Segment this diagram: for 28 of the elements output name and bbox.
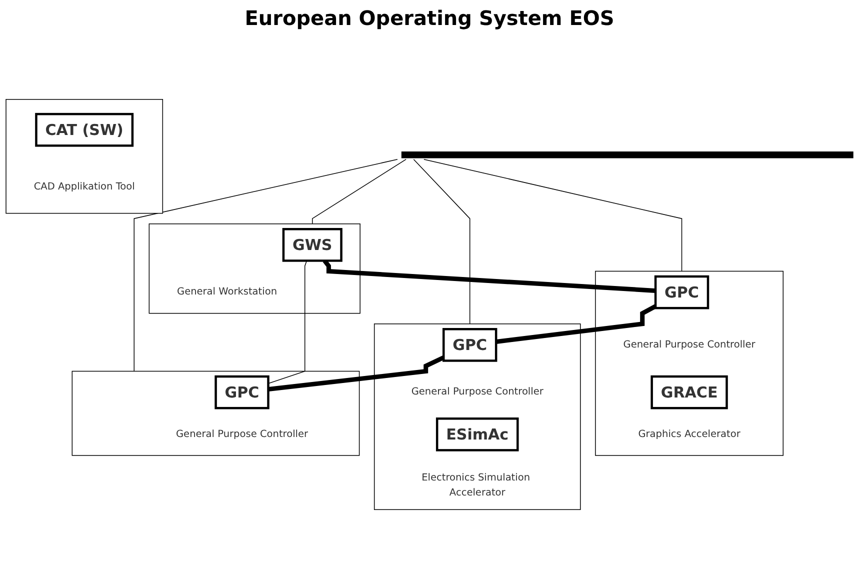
node-label: General Purpose Controller bbox=[623, 339, 756, 350]
node-box: ESimAc bbox=[436, 417, 519, 452]
connector bbox=[268, 260, 308, 384]
connector bbox=[424, 159, 682, 272]
node-box: GPC bbox=[442, 328, 498, 362]
node-box: GWS bbox=[282, 228, 342, 262]
node-box: GPC bbox=[214, 375, 270, 410]
node-label: General Workstation bbox=[176, 286, 278, 298]
cluster bbox=[72, 370, 360, 456]
node-box: GPC bbox=[654, 275, 710, 310]
connector bbox=[496, 304, 657, 344]
diagram-title: European Operating System EOS bbox=[244, 6, 616, 30]
node-box: GRACE bbox=[650, 375, 728, 410]
node-box: CAT (SW) bbox=[35, 112, 134, 147]
cluster bbox=[374, 324, 581, 510]
node-label: Graphics Accelerator bbox=[638, 428, 740, 440]
node-label: Electronics Simulation Accelerator bbox=[422, 472, 530, 498]
node-label: General Purpose Controller bbox=[411, 386, 544, 398]
node-label: General Purpose Controller bbox=[176, 428, 308, 440]
cluster bbox=[148, 223, 360, 314]
cluster bbox=[6, 99, 164, 214]
connector bbox=[312, 159, 406, 224]
node-label: CAD Applikation Tool bbox=[34, 180, 135, 192]
connector bbox=[413, 159, 470, 324]
connector bbox=[134, 159, 398, 372]
node-bar bbox=[401, 151, 854, 158]
connector bbox=[268, 355, 445, 392]
cluster bbox=[595, 270, 784, 456]
